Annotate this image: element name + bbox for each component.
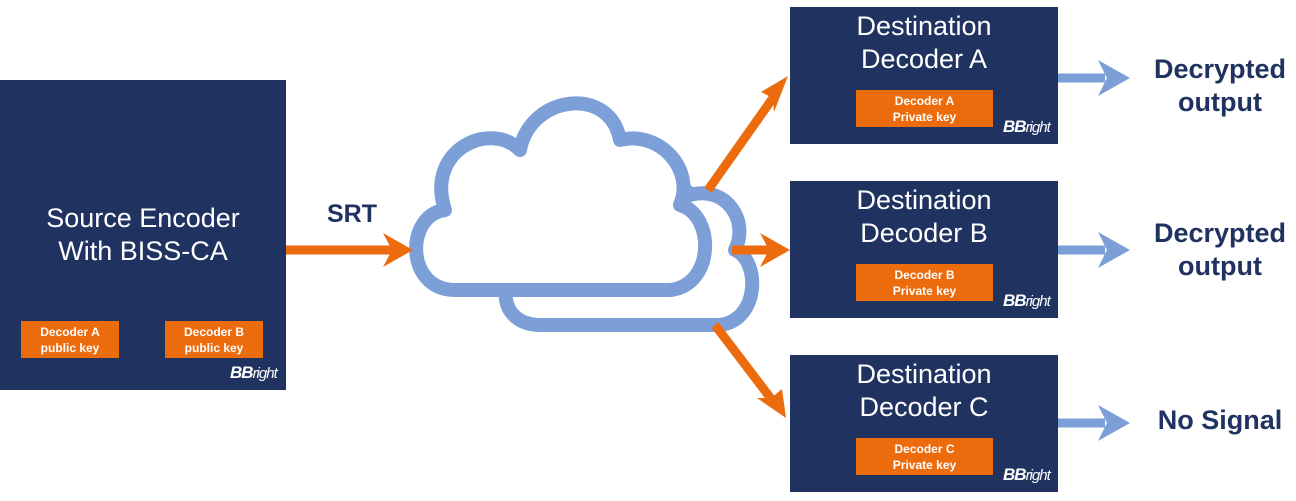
decoder-a-public-key: Decoder A public key [21, 321, 119, 358]
output-arrowhead-c-icon [1098, 405, 1130, 441]
decoder-title-line1: Destination [856, 359, 992, 389]
key-label-line1: Decoder B [894, 267, 955, 282]
decoder-c-box: Destination Decoder C Decoder C Private … [790, 355, 1058, 492]
decoder-title-line1: Destination [856, 185, 992, 215]
bbright-logo: BBright [1003, 117, 1051, 136]
output-label-b: Decrypted output [1140, 217, 1296, 283]
srt-label: SRT [327, 200, 377, 228]
source-encoder-title: Source Encoder With BISS-CA [0, 202, 286, 268]
output-arrowhead-a-icon [1098, 60, 1130, 96]
decoder-title: Destination Decoder A [790, 10, 1058, 76]
key-label-line1: Decoder A [40, 324, 100, 339]
key-label-line1: Decoder B [183, 324, 245, 339]
decoder-a-box: Destination Decoder A Decoder A Private … [790, 7, 1058, 144]
arrow-to-decoder-c [711, 322, 776, 403]
key-label-line2: Private key [892, 283, 957, 298]
arrow-to-decoder-a [704, 92, 779, 193]
source-title-line1: Source Encoder [46, 203, 240, 233]
output-label-c: No Signal [1140, 404, 1296, 437]
output-line2: output [1178, 87, 1262, 117]
decoder-a-private-key: Decoder A Private key [856, 90, 993, 127]
decoder-c-private-key: Decoder C Private key [856, 438, 993, 475]
decoder-title-line2: Decoder B [860, 218, 988, 248]
decoder-title-line2: Decoder A [860, 44, 988, 74]
arrowhead-decoder-b-icon [760, 233, 790, 267]
output-line1: Decrypted [1153, 54, 1287, 84]
output-arrowhead-b-icon [1098, 232, 1130, 268]
decoder-title: Destination Decoder B [790, 184, 1058, 250]
key-label-line2: public key [40, 340, 100, 355]
bbright-logo: BBright [230, 363, 278, 382]
orange-arrows [286, 76, 790, 418]
source-encoder-box: Source Encoder With BISS-CA Decoder A pu… [0, 80, 286, 390]
key-label-line2: Private key [892, 109, 957, 124]
output-line1: No Signal [1157, 405, 1283, 435]
cloud-icon [409, 96, 760, 332]
key-label-line2: public key [184, 340, 244, 355]
bbright-logo: BBright [1003, 465, 1051, 484]
decoder-title: Destination Decoder C [790, 358, 1058, 424]
cloud-front-icon [409, 96, 713, 297]
key-label-line1: Decoder A [894, 93, 955, 108]
decoder-b-private-key: Decoder B Private key [856, 264, 993, 301]
output-label-a: Decrypted output [1140, 53, 1296, 119]
output-line2: output [1178, 251, 1262, 281]
arrowhead-decoder-c-icon [757, 389, 786, 418]
source-title-line2: With BISS-CA [58, 236, 228, 266]
arrowhead-decoder-a-icon [761, 76, 788, 112]
blue-arrows [1058, 60, 1130, 441]
decoder-b-public-key: Decoder B public key [165, 321, 263, 358]
decoder-b-box: Destination Decoder B Decoder B Private … [790, 181, 1058, 318]
bbright-logo: BBright [1003, 291, 1051, 310]
key-label-line1: Decoder C [894, 441, 955, 456]
decoder-title-line1: Destination [856, 11, 992, 41]
srt-arrowhead-icon [383, 233, 413, 267]
output-line1: Decrypted [1153, 218, 1287, 248]
decoder-title-line2: Decoder C [859, 392, 989, 422]
key-label-line2: Private key [892, 457, 957, 472]
